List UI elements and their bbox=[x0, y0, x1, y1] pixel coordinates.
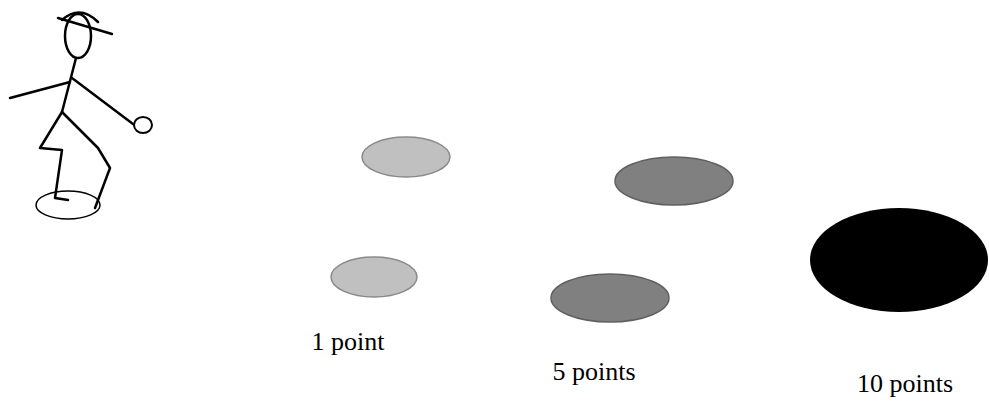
throw-spot bbox=[36, 191, 100, 219]
target-10-points bbox=[810, 208, 988, 312]
target-1-point bbox=[362, 137, 450, 177]
figure-arm bbox=[10, 82, 70, 98]
target-1-point bbox=[331, 257, 417, 297]
point-label: 1 point bbox=[312, 328, 385, 357]
target-5-points bbox=[615, 157, 733, 205]
figure-arm bbox=[72, 78, 133, 124]
point-label: 5 points bbox=[552, 358, 635, 387]
figure-body bbox=[62, 58, 76, 112]
figure-leg bbox=[40, 112, 68, 200]
hat-brim bbox=[58, 18, 112, 34]
point-label: 10 points bbox=[857, 370, 953, 399]
figure-leg bbox=[62, 112, 110, 208]
target-5-points bbox=[551, 274, 669, 322]
stick-figure bbox=[10, 12, 152, 219]
ball bbox=[134, 117, 152, 133]
